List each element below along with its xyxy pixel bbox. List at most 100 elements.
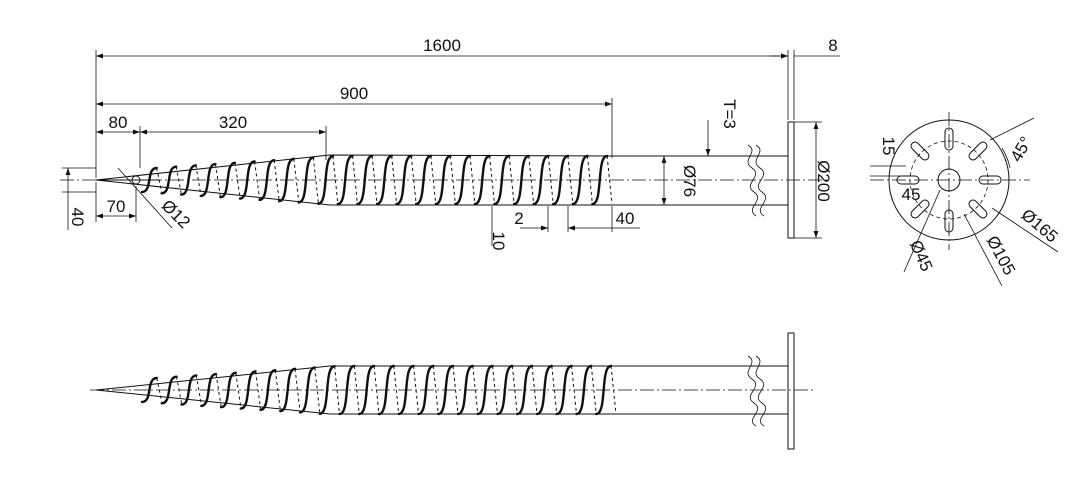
helix-coil-back (175, 166, 182, 194)
flange-bolt-circle (909, 140, 989, 220)
helix-coil-back (410, 155, 417, 205)
helix-coil-back (294, 368, 301, 412)
dim-slot-angle: 45° (1007, 133, 1036, 165)
helix-coil-back (334, 366, 340, 414)
helix-coil-back (590, 365, 597, 415)
break-line-bottom-left (747, 355, 759, 427)
helix-coil-back (528, 155, 535, 205)
helix-coil-front (397, 364, 415, 416)
helix-coil-front (336, 154, 354, 206)
angle-arc (1001, 147, 1011, 169)
dim-wire-diameter: Ø12 (158, 196, 194, 232)
helix-coil-back (156, 377, 163, 403)
leader-wire (117, 167, 173, 229)
helix-coil-front (238, 160, 256, 200)
helix-coil-front (279, 367, 297, 413)
helix-coil-front (199, 162, 217, 198)
helix-coil-back (449, 155, 456, 205)
dim-plate-thickness: 8 (828, 36, 837, 55)
helix-coil-back (452, 365, 459, 415)
helix-coil-front (338, 364, 356, 416)
dim-bolt-circle: Ø165 (1017, 205, 1061, 246)
dim-helix-end: 40 (616, 209, 635, 228)
helix-coil-front (476, 364, 494, 416)
helix-coil-back (293, 158, 300, 202)
helix-coil-front (591, 154, 609, 206)
helix-coil-front (535, 364, 554, 416)
dim-slot-width: 15 (879, 137, 898, 156)
dim-plate-diameter: Ø200 (814, 160, 833, 202)
helix-coil-back (156, 167, 163, 193)
helix-coil-front (575, 364, 593, 416)
helix-coil-back (508, 155, 515, 205)
helix-coil-back (567, 155, 574, 205)
helix-coil-back (371, 155, 378, 205)
helix-coil-front (358, 364, 376, 416)
helix-coil-front (140, 166, 158, 194)
dim-slot-offset: 45 (902, 185, 921, 204)
dim-helix-gap: 2 (514, 209, 523, 228)
break-line-bottom-right (755, 355, 767, 427)
helix-coil-back (413, 365, 419, 415)
taper-bottom-edge (95, 179, 612, 206)
helix-coil-front (160, 375, 178, 405)
helix-coil-front (395, 154, 413, 206)
flange-slot (944, 209, 954, 233)
helix-coil-back (176, 376, 182, 404)
helix-coil-back (273, 160, 280, 200)
leader-45 (903, 189, 941, 273)
dim-center-hole: Ø45 (906, 237, 936, 274)
helix-coil-front (595, 364, 613, 416)
helix-coil-front (356, 154, 374, 206)
helix-coil-front (555, 364, 573, 416)
bottom-view (90, 332, 816, 450)
helix-coil-back (352, 155, 358, 205)
helix-coil-back (393, 365, 400, 415)
flange-slot (896, 175, 920, 185)
flange-view: 15 45 45° Ø165 Ø105 Ø45 (870, 112, 1062, 287)
dim-overall-length: 1600 (423, 36, 461, 55)
helix-coil-back (195, 375, 202, 405)
helix-coil-front (512, 154, 530, 206)
helix-coil-front (179, 164, 198, 196)
flange-slot (910, 141, 930, 161)
helix-coil-front (552, 154, 570, 206)
break-line-right (755, 144, 767, 217)
helix-coil-front (456, 364, 475, 416)
top-view: 1600 8 900 80 320 T=3 Ø76 Ø200 40 (60, 36, 840, 250)
helix-coil-front (493, 154, 511, 206)
helix-coil-back (551, 365, 558, 415)
helix-coil-back (469, 155, 476, 205)
helix-coil-front (571, 154, 589, 206)
helix-coil-front (259, 368, 277, 412)
helix-coil-front (532, 154, 550, 206)
flange-slot (978, 175, 1002, 185)
helix-coil-front (437, 364, 455, 416)
helix-coil-back (332, 156, 339, 204)
dim-tip-length: 80 (109, 113, 128, 132)
helix-coil-front (297, 156, 315, 204)
helix-coil-front (219, 371, 238, 409)
helix-coil-back (531, 365, 538, 415)
helix-coil-front (200, 372, 218, 408)
helix-coil-front (375, 154, 393, 206)
flange-plate-side (787, 121, 795, 239)
helix-coil-front (277, 157, 295, 203)
helix-coil-front (434, 154, 452, 206)
helix-coil-back (511, 365, 518, 415)
dim-inner-circle: Ø105 (983, 233, 1019, 279)
flange-outer-circle (888, 119, 1010, 241)
taper-top-edge (95, 154, 613, 181)
helix-coil-back (606, 155, 613, 205)
dim-thread-length: 900 (340, 84, 368, 103)
helix-coil-front (140, 376, 159, 404)
helix-coil-front (414, 154, 433, 206)
helix-coil-back (391, 155, 398, 205)
helix-coil-front (298, 366, 317, 414)
helix-coil-back (274, 370, 281, 410)
helix-coil-back (489, 155, 495, 205)
helix-coil-back (610, 365, 617, 415)
helix-coil-back (312, 157, 319, 203)
flange-slot (944, 127, 954, 151)
